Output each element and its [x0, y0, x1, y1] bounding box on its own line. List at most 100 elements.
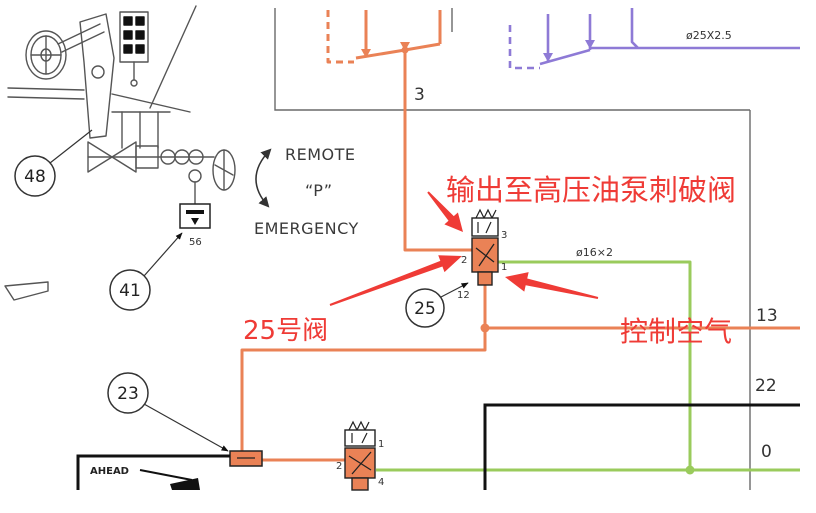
emergency-label: EMERGENCY	[254, 219, 359, 238]
lower-valve-port-4: 4	[378, 477, 384, 488]
valve-25-port-1: 1	[501, 262, 507, 273]
actuator-rods	[121, 111, 159, 149]
linkage-ball	[188, 169, 202, 183]
callout-41-label: 41	[119, 281, 141, 301]
line-number-22: 22	[755, 376, 777, 396]
signal-box-block	[135, 16, 145, 26]
annotation-output-to-hp-pump-valve: 输出至高压油泵刺破阀	[446, 173, 736, 207]
ahead-telegraph-unit: AHEAD	[76, 454, 230, 490]
annotation-valve-25: 25号阀	[243, 316, 328, 346]
green-control-air-network: ø16×2	[376, 246, 800, 475]
callout-48: 48	[14, 129, 93, 197]
callout-23-leader	[143, 403, 229, 452]
signal-box-block	[123, 16, 133, 26]
main-shaft-upper-edge	[7, 87, 85, 91]
ahead-unit-outline	[76, 454, 230, 490]
valve-25-port-12: 12	[457, 290, 470, 301]
valve-25-port-2: 2	[461, 255, 467, 266]
purple-dashed-branch	[508, 25, 540, 70]
handwheel-shaft	[57, 23, 105, 53]
orange-valve-25-outlet-line	[240, 285, 487, 451]
signal-box-block	[123, 44, 133, 54]
purple-pipe-size-label: ø25X2.5	[686, 29, 732, 42]
engine-control-mechanism	[4, 5, 236, 301]
lower-valve-solenoid	[351, 477, 369, 491]
signal-box-block	[135, 44, 145, 54]
handwheel-rim	[25, 30, 67, 80]
frame-left-top-line	[274, 8, 750, 111]
valve-25-solenoid	[477, 271, 493, 286]
main-shaft-lower-edge	[7, 96, 85, 100]
rotation-arrow-icon	[255, 148, 272, 208]
orange-dashed-branch	[326, 10, 354, 64]
valve-25-port-3: 3	[501, 230, 507, 241]
frame-lines	[274, 8, 751, 490]
remote-label: REMOTE	[285, 145, 356, 164]
annotation-arrow-valve-25	[329, 255, 462, 306]
lower-solenoid-valve: 1 2 4	[336, 420, 384, 491]
orange-main-supply-line	[403, 50, 472, 252]
callout-48-leader	[49, 129, 93, 164]
orange-junction-dot-top	[401, 46, 409, 54]
callout-25-label: 25	[414, 299, 436, 319]
side-handwheel-spokes	[214, 149, 234, 191]
p-label: “P”	[305, 181, 333, 200]
lower-valve-cross-flow-lines	[348, 451, 372, 475]
valve-25-upper-section	[471, 217, 499, 237]
lower-valve-spring	[348, 420, 370, 432]
signal-box-block	[123, 30, 133, 40]
purple-right-riser	[630, 8, 639, 49]
ahead-lever	[139, 469, 193, 481]
purple-check-arrow-left	[543, 53, 553, 62]
green-junction-dot	[685, 465, 695, 475]
part-56-label: 56	[189, 237, 202, 248]
callout-41-leader	[143, 232, 183, 277]
purple-check-arrow-mid	[585, 40, 595, 49]
annotation-arrow-output	[427, 191, 463, 232]
line-number-13: 13	[756, 306, 778, 326]
lower-valve-upper-flow-lines	[351, 432, 368, 444]
valve-25-cross-flow-lines	[475, 243, 495, 267]
callout-48-label: 48	[24, 167, 46, 187]
callout-23-label: 23	[117, 384, 139, 404]
spool-roller-3	[188, 149, 204, 165]
linkage-arm	[111, 93, 191, 113]
valve-25: 3 2 1 12	[457, 208, 507, 301]
green-control-air-line	[498, 260, 692, 470]
red-annotations: 输出至高压油泵刺破阀 25号阀 控制空气	[243, 173, 736, 348]
control-mode-labels: REMOTE “P” EMERGENCY	[254, 145, 359, 238]
line-number-0: 0	[761, 442, 772, 462]
callout-48-circle	[14, 155, 56, 197]
callout-41-circle	[109, 269, 151, 311]
annotation-control-air: 控制空气	[620, 315, 732, 348]
callout-23-circle	[107, 372, 149, 414]
handwheel-spokes	[30, 35, 62, 75]
valve-25-spring	[475, 208, 497, 220]
lower-valve-upper-section	[344, 429, 376, 447]
callout-25: 25	[405, 282, 469, 328]
callout-23: 23	[107, 372, 229, 452]
spool-cylinder	[135, 145, 159, 169]
signal-box-stem-joint	[130, 79, 138, 87]
ahead-lever-head	[170, 478, 200, 490]
part-56-inner-symbol	[186, 210, 204, 225]
valve-25-upper-flow-lines	[477, 221, 492, 234]
purple-pipe-network: ø25X2.5	[508, 8, 800, 70]
annotation-arrow-control-air	[505, 272, 599, 299]
lower-valve-port-2: 2	[336, 461, 342, 472]
part-56-switch: 56	[179, 203, 211, 248]
diagonal-tie-rod	[149, 5, 197, 109]
signal-box-block	[135, 30, 145, 40]
orange-pipe-network	[240, 10, 800, 462]
orange-junction-dot-13	[480, 323, 490, 333]
left-edge-bracket	[4, 281, 49, 301]
callout-25-leader	[440, 282, 469, 298]
black-control-box-outline	[483, 403, 800, 490]
lower-valve-port-1: 1	[378, 439, 384, 450]
callout-25-circle	[405, 288, 445, 328]
valve-23	[229, 450, 263, 467]
line-numbers: 3 13 22 0	[414, 85, 778, 462]
ahead-label: AHEAD	[90, 466, 129, 477]
control-lever	[79, 13, 115, 139]
